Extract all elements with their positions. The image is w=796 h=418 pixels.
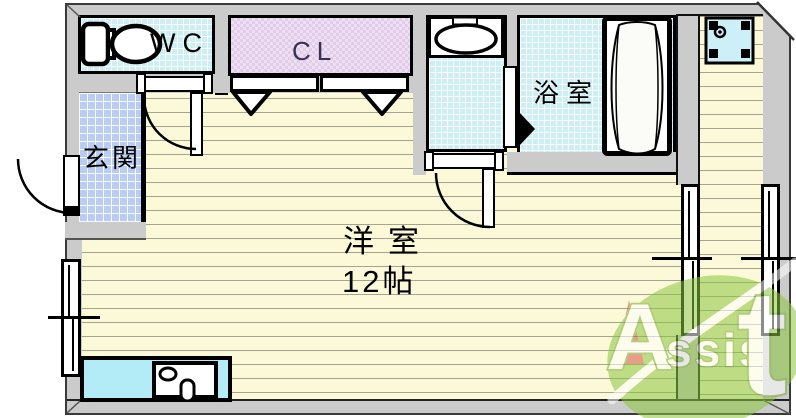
kitchen-window-meeting-rail [48, 316, 100, 319]
window-sash [72, 319, 74, 371]
window-sash [767, 191, 770, 259]
main-room-size-label: 12帖 [342, 264, 417, 299]
washbasin-icon [428, 16, 504, 58]
washroom-door-jamb-left [424, 151, 434, 171]
window-sash [687, 191, 690, 259]
bathroom-door-leaf [503, 66, 517, 148]
entrance-step [65, 222, 146, 240]
wc-door-leaf [190, 92, 203, 156]
closet-room [228, 15, 413, 76]
wc-label: WC [150, 28, 209, 58]
bathroom-door-arrow [519, 112, 535, 146]
entrance-door-leaf [63, 155, 80, 208]
bathtub-icon [602, 16, 672, 156]
wall-bathroom-bottom [507, 152, 676, 175]
wall-veranda-upper [676, 14, 700, 185]
bathroom-label: 浴室 [533, 78, 600, 108]
washroom-door-swing [434, 172, 491, 229]
wall-closet-washroom [413, 15, 426, 175]
kitchen-sink-icon [152, 361, 218, 402]
wc-door-jamb-right [203, 73, 213, 94]
entrance-floor [79, 92, 146, 222]
closet-door-arrow-right [361, 90, 403, 116]
wall-bottom-edge [67, 399, 789, 401]
closet-label: CL [292, 36, 338, 66]
entrance-door-swing [16, 158, 73, 215]
wc-door-jamb-left [136, 73, 146, 94]
entrance-label: 玄関 [83, 143, 142, 173]
washing-machine-pan-icon [704, 16, 755, 65]
wc-door-swing [142, 96, 197, 151]
corner-diagonal-topleft [66, 4, 81, 18]
window-sash [68, 265, 70, 317]
wall-wc-closet [215, 15, 228, 95]
closet-door-arrow-left [231, 90, 272, 116]
main-room-label: 洋室 [343, 224, 433, 259]
toilet-icon [80, 21, 163, 67]
washroom-door-jamb-right [494, 151, 504, 171]
corner-chamfer-edge [756, 1, 795, 41]
corner-diagonal-bottomright [762, 399, 791, 415]
closet-door-panel-left [230, 75, 319, 92]
corner-diagonal-bottomleft [66, 400, 81, 414]
